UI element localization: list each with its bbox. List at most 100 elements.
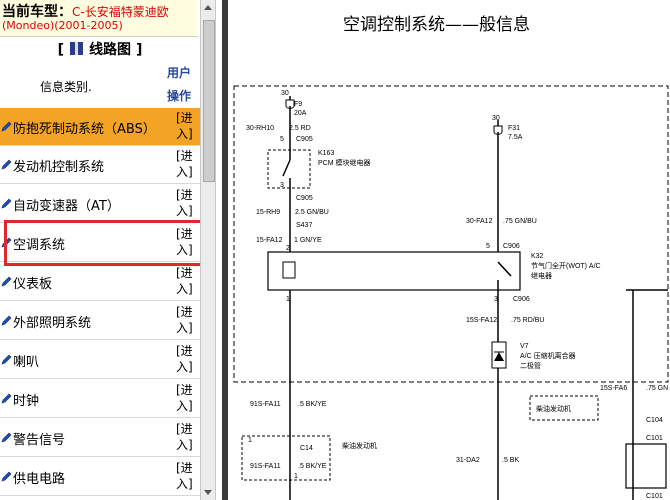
connector-c101-bottom: C101 xyxy=(646,493,663,500)
list-item-label: 时钟 xyxy=(13,394,40,409)
list-item-label: 供电电路 xyxy=(13,472,66,487)
list-item[interactable]: 空调系统 [进 入] xyxy=(0,224,200,262)
list-item-label: 喇叭 xyxy=(13,355,40,370)
wire-gnbu-75: .75 GN/BU xyxy=(503,218,537,225)
terminal-30-right: 30 xyxy=(492,115,500,122)
fuse-f9-label: F9 xyxy=(294,101,302,108)
list-item[interactable]: 供电电路 [进 入] xyxy=(0,458,200,496)
pencil-icon xyxy=(1,121,12,132)
fuse-f31-label: F31 xyxy=(508,125,520,132)
list-item[interactable]: 仪表板 [进 入] xyxy=(0,263,200,301)
connector-c905-top: C905 xyxy=(296,136,313,143)
diesel-engine-label-right: 柴油发动机 xyxy=(536,404,571,413)
relay-coil-icon xyxy=(282,261,296,279)
pencil-icon xyxy=(1,354,12,365)
list-item[interactable]: 防抱死制动系统（ABS） [进 入] xyxy=(0,108,200,146)
enter-link[interactable]: [进 入] xyxy=(176,344,193,374)
list-item-label: 空调系统 xyxy=(13,238,66,253)
connector-c14: C14 xyxy=(300,445,313,452)
diode-box xyxy=(491,341,507,369)
wire-gnye-1: 1 GN/YE xyxy=(294,237,322,244)
connector-c905-bottom: C905 xyxy=(296,195,313,202)
connector-c104: C104 xyxy=(646,417,663,424)
enter-link[interactable]: [进 入] xyxy=(176,111,193,141)
pencil-icon xyxy=(1,276,12,287)
wire-15-rh9: 15-RH9 xyxy=(256,209,280,216)
pencil-icon xyxy=(1,393,12,404)
page-title: 空调控制系统——般信息 xyxy=(343,15,530,35)
enter-link[interactable]: [进 入] xyxy=(176,461,193,491)
relay-k32-desc1: 节气门全开(WOT) A/C xyxy=(531,261,601,270)
vertical-scrollbar[interactable] xyxy=(200,0,216,500)
list-item[interactable]: 时钟 [进 入] xyxy=(0,380,200,418)
vehicle-label: 当前车型： xyxy=(2,4,72,20)
scroll-down-icon[interactable] xyxy=(204,490,212,495)
pencil-icon xyxy=(1,315,12,326)
enter-link[interactable]: [进 入] xyxy=(176,227,193,257)
list-item-label: 警告信号 xyxy=(13,433,66,448)
diesel-engine-label-left: 柴油发动机 xyxy=(342,441,377,450)
content-panel: 空调控制系统——般信息 30 F9 20A 30-RH10 2.5 RD 5 C… xyxy=(228,0,670,500)
section-title-text: 线路图 xyxy=(89,42,132,58)
relay-k163-desc: PCM 模块继电器 xyxy=(318,158,371,167)
selection-highlight-box xyxy=(4,220,200,266)
enter-link[interactable]: [进 入] xyxy=(176,149,193,179)
enter-link[interactable]: [进 入] xyxy=(176,305,193,335)
enter-link[interactable]: [进 入] xyxy=(176,188,193,218)
pin-1: 1 xyxy=(286,296,290,303)
wire-rd-25: 2.5 RD xyxy=(289,125,311,132)
list-item[interactable]: 自动变速器（AT） [进 入] xyxy=(0,185,200,223)
list-item-label: 自动变速器（AT） xyxy=(13,199,120,214)
wire-gn-75: .75 GN xyxy=(646,385,668,392)
diesel-boundary-box xyxy=(233,85,669,383)
connector-c906-top: C906 xyxy=(503,243,520,250)
wiring-diagram: 30 F9 20A 30-RH10 2.5 RD 5 C905 K163 PCM… xyxy=(233,85,669,500)
pencil-icon xyxy=(1,198,12,209)
enter-link[interactable]: [进 入] xyxy=(176,422,193,452)
pin-3b: 3 xyxy=(494,296,498,303)
wire-rdbu-75: .75 RD/BU xyxy=(511,317,544,324)
splice-s437: S437 xyxy=(296,222,312,229)
vehicle-title: 当前车型：C-长安福特蒙迪欧 (Mondeo)(2001-2005) xyxy=(0,0,198,37)
diode-v7-desc2: 二极管 xyxy=(520,361,541,370)
frame-divider[interactable] xyxy=(222,0,228,500)
wire-gnbu-25: 2.5 GN/BU xyxy=(295,209,329,216)
list-item[interactable]: 警告信号 [进 入] xyxy=(0,419,200,457)
wire-31-da2: 31-DA2 xyxy=(456,457,480,464)
diode-v7-desc1: A/C 压缩机离合器 xyxy=(520,351,576,360)
pin-5b: 5 xyxy=(486,243,490,250)
column-header-operate: 操作 xyxy=(167,89,192,103)
wire-15s-fa6: 15S-FA6 xyxy=(600,385,627,392)
wire-bkye-5-bottom: .5 BK/YE xyxy=(298,463,327,470)
wire-91s-fa11-top: 91S-FA11 xyxy=(250,401,281,408)
wire-15-fa12: 15-FA12 xyxy=(256,237,283,244)
column-header-user: 用户 xyxy=(167,66,192,80)
book-icon xyxy=(70,42,84,55)
pin-1-left-b: 1 xyxy=(294,473,298,480)
relay-k32-box xyxy=(267,251,521,291)
pin-3: 3 xyxy=(280,182,284,189)
scroll-up-icon[interactable] xyxy=(204,5,212,10)
wire-30-rh10: 30-RH10 xyxy=(246,125,274,132)
column-header-info: 信息类别. xyxy=(40,80,92,94)
left-nav-panel: 当前车型：C-长安福特蒙迪欧 (Mondeo)(2001-2005) [线路图 … xyxy=(0,0,200,500)
list-item-label: 仪表板 xyxy=(13,277,53,292)
scroll-thumb[interactable] xyxy=(203,20,215,182)
pin-2: 2 xyxy=(286,245,290,252)
wire-15s-fa12: 15S-FA12 xyxy=(466,317,497,324)
list-item[interactable]: 外部照明系统 [进 入] xyxy=(0,302,200,340)
list-item[interactable]: 喇叭 [进 入] xyxy=(0,341,200,379)
diode-icon xyxy=(494,352,504,361)
relay-k163-box xyxy=(267,149,311,189)
relay-k163-label: K163 xyxy=(318,150,334,157)
wire-91s-fa11-bottom: 91S-FA11 xyxy=(250,463,281,470)
wire-bkye-5-top: .5 BK/YE xyxy=(298,401,327,408)
section-title: [线路图 ] xyxy=(57,42,143,58)
list-item-label: 发动机控制系统 xyxy=(13,160,105,175)
enter-link[interactable]: [进 入] xyxy=(176,266,193,296)
enter-link[interactable]: [进 入] xyxy=(176,383,193,413)
component-box xyxy=(625,443,667,489)
pencil-icon xyxy=(1,432,12,443)
list-item[interactable]: 发动机控制系统 [进 入] xyxy=(0,146,200,184)
vehicle-name: C-长安福特蒙迪欧 xyxy=(72,5,169,19)
